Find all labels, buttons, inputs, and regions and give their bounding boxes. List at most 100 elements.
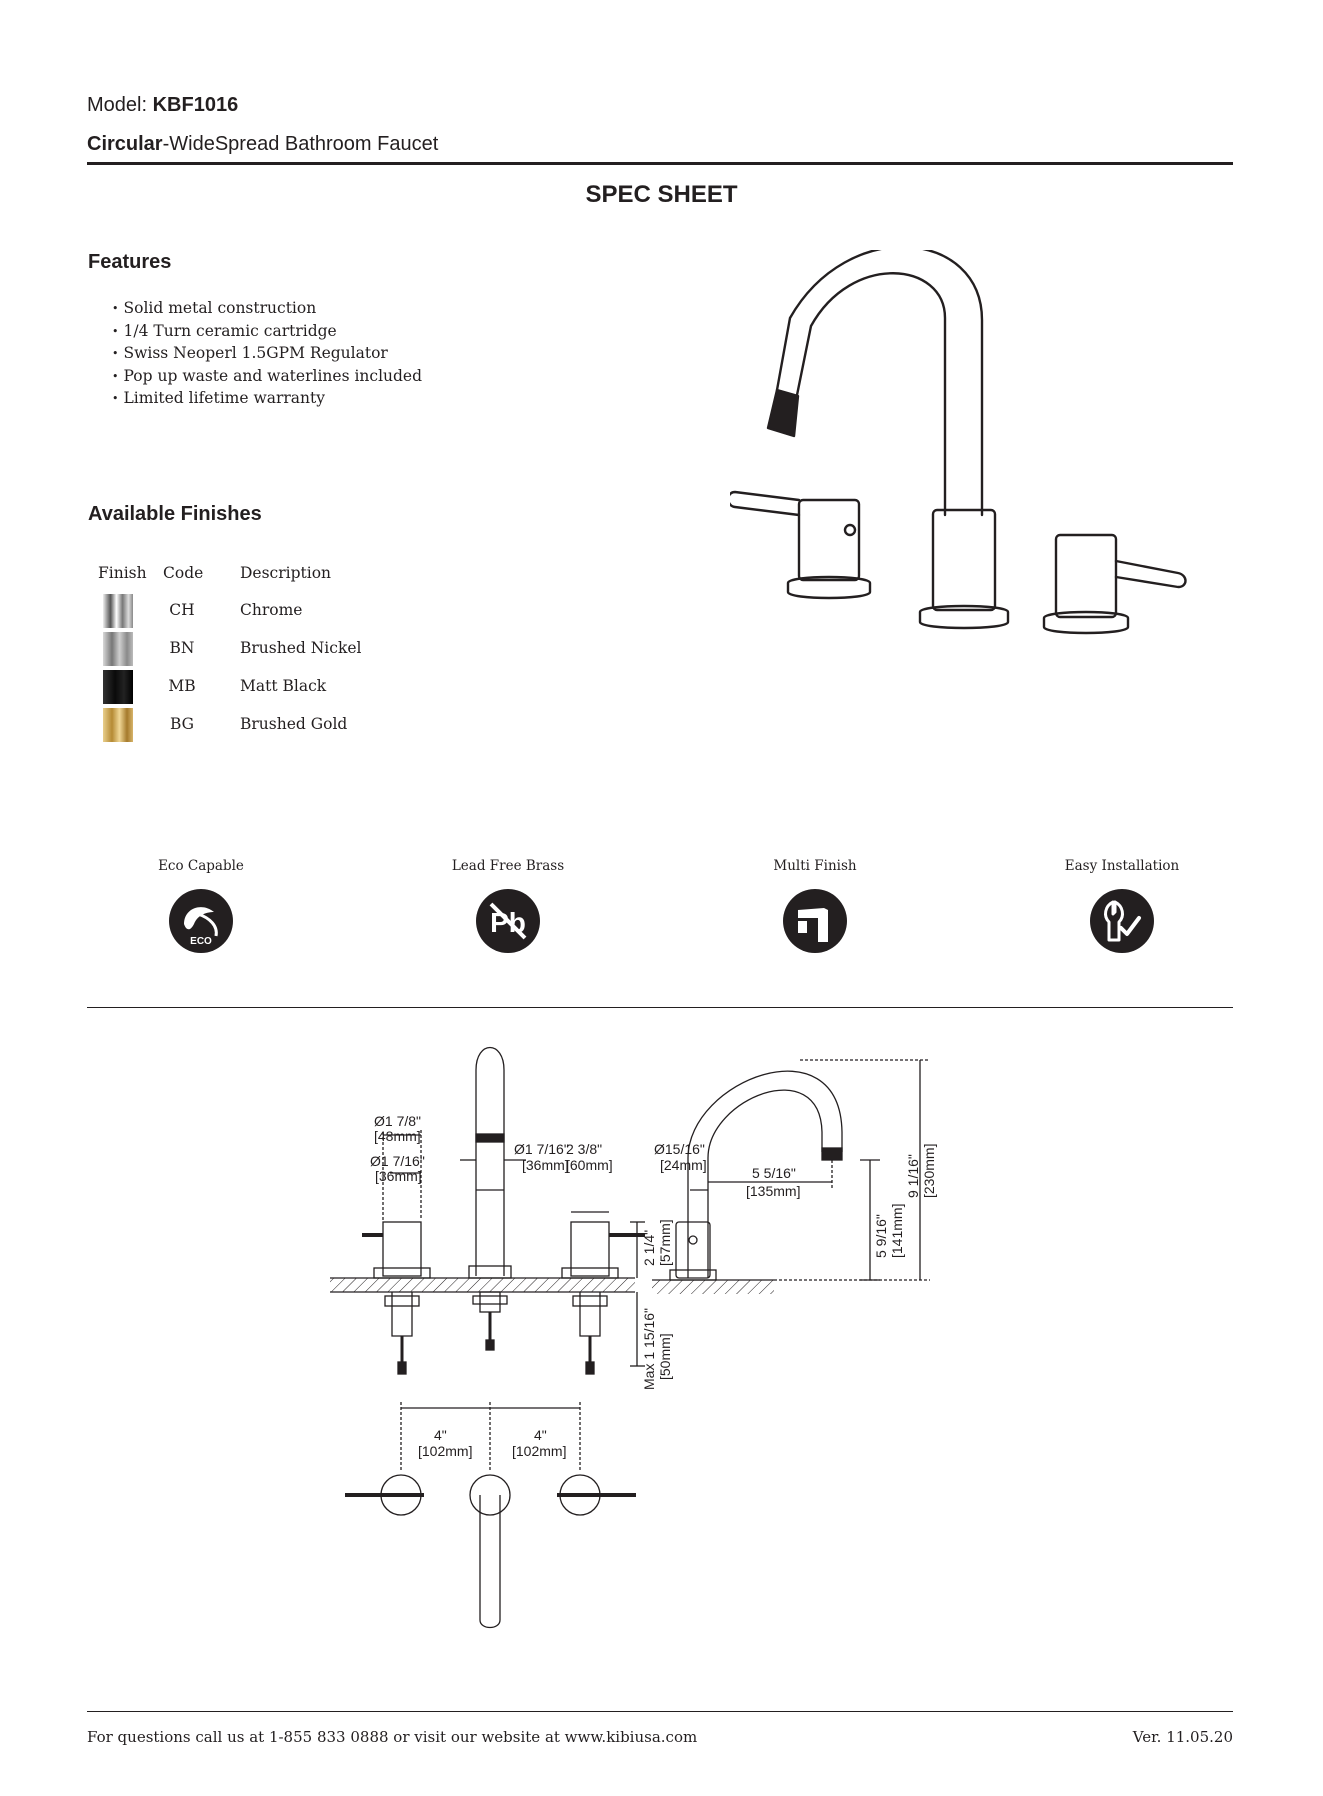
left-handle-indicator xyxy=(843,523,857,537)
badge-label: Eco Capable xyxy=(158,858,244,874)
right-handle-body xyxy=(1054,533,1118,619)
dim-spout-reach-mm: [135mm] xyxy=(746,1183,800,1199)
finish-column-header: Finish xyxy=(98,564,147,582)
badge-lead-free-brass: Lead Free Brass Pb xyxy=(408,858,608,954)
feature-item: Limited lifetime warranty xyxy=(112,388,422,411)
eco-text: ECO xyxy=(190,936,212,947)
finish-description: Brushed Gold xyxy=(240,715,348,733)
product-type: -WideSpread Bathroom Faucet xyxy=(162,133,439,155)
chrome-swatch xyxy=(103,594,133,628)
right-handle-escutcheon xyxy=(1042,610,1130,635)
dim-spout-tip-diameter-mm: [24mm] xyxy=(660,1157,707,1173)
dim-handle-diameter: Ø1 7/16" xyxy=(370,1153,425,1169)
dim-spout-diameter: Ø1 7/16" xyxy=(514,1141,569,1157)
spout-inner-outline xyxy=(775,250,984,517)
dim-spout-clearance: 5 9/16" xyxy=(873,1214,889,1258)
dim-max-deck-thickness: Max 1 15/16" xyxy=(641,1308,657,1390)
finish-row-chrome: CH Chrome xyxy=(0,594,400,630)
code-column-header: Code xyxy=(163,564,204,582)
model-label: Model: xyxy=(87,94,148,116)
brushed-nickel-swatch xyxy=(103,632,133,666)
finish-row-matt-black: MB Matt Black xyxy=(0,670,400,706)
dim-overall-height: 9 1/16" xyxy=(905,1154,921,1198)
finish-code: CH xyxy=(169,601,195,619)
dim-spout-reach: 5 5/16" xyxy=(752,1165,796,1181)
front-spout-base xyxy=(468,1265,512,1279)
badge-label: Lead Free Brass xyxy=(451,858,565,874)
front-right-handle xyxy=(570,1221,610,1277)
side-deck-hatch xyxy=(652,1280,774,1294)
badge-label: Multi Finish xyxy=(773,858,857,874)
feature-item: Swiss Neoperl 1.5GPM Regulator xyxy=(112,343,422,366)
model-line: Model: KBF1016 xyxy=(87,94,238,117)
eco-leaf-icon: ECO xyxy=(169,889,233,953)
finish-description: Chrome xyxy=(240,601,303,619)
dim-handle-height: 2 1/4" xyxy=(641,1230,657,1266)
side-handle-body xyxy=(675,1221,711,1279)
faucet-icon xyxy=(783,889,847,953)
dim-handle-base-diameter-mm: [48mm] xyxy=(374,1128,421,1144)
finish-code: BG xyxy=(169,715,195,733)
dim-spout-clearance-mm: [141mm] xyxy=(889,1204,905,1258)
features-heading: Features xyxy=(88,251,172,273)
side-spout-tip xyxy=(821,1147,843,1161)
dim-lever-length-mm: [60mm] xyxy=(566,1157,613,1173)
feature-item: 1/4 Turn ceramic cartridge xyxy=(112,321,422,344)
feature-item: Solid metal construction xyxy=(112,298,422,321)
section-divider xyxy=(87,1007,1233,1008)
side-spout-inner xyxy=(707,1089,823,1278)
front-deck-hatch xyxy=(330,1278,635,1292)
front-left-handle xyxy=(382,1221,422,1277)
model-number: KBF1016 xyxy=(152,94,239,116)
front-spout-shank xyxy=(479,1291,501,1313)
spout-base-escutcheon xyxy=(918,604,1010,630)
plan-spout-base xyxy=(469,1474,511,1516)
badge-easy-installation: Easy Installation xyxy=(1022,858,1222,954)
badge-eco-capable: Eco Capable ECO xyxy=(101,858,301,954)
wrench-check-icon xyxy=(1090,889,1154,953)
finish-code: MB xyxy=(168,677,196,695)
dim-spout-tip-diameter: Ø15/16" xyxy=(654,1141,705,1157)
footer-contact: For questions call us at 1-855 833 0888 … xyxy=(87,1728,698,1746)
header-rule xyxy=(87,162,1233,165)
dim-spout-diameter-mm: [36mm] xyxy=(522,1157,569,1173)
left-handle-escutcheon xyxy=(786,575,872,600)
finish-code: BN xyxy=(169,639,195,657)
front-right-shank xyxy=(579,1292,601,1337)
dim-handle-height-mm: [57mm] xyxy=(657,1219,673,1266)
finish-row-brushed-nickel: BN Brushed Nickel xyxy=(0,632,400,668)
product-subtitle: Circular-WideSpread Bathroom Faucet xyxy=(87,133,438,156)
faucet-product-illustration xyxy=(730,250,1187,635)
spout-base-body xyxy=(931,508,997,612)
brushed-gold-swatch xyxy=(103,708,133,742)
lead-free-icon: Pb xyxy=(476,889,540,953)
matt-black-swatch xyxy=(103,670,133,704)
collection-name: Circular xyxy=(87,133,163,155)
dim-handle-base-diameter: Ø1 7/8" xyxy=(374,1113,421,1129)
front-spout-aerator xyxy=(475,1133,505,1143)
page-title: SPEC SHEET xyxy=(585,181,738,208)
dim-spacing-right: 4" xyxy=(534,1427,547,1443)
feature-item: Pop up waste and waterlines included xyxy=(112,366,423,389)
finish-description: Matt Black xyxy=(240,677,327,695)
features-list: Solid metal construction 1/4 Turn cerami… xyxy=(112,298,423,411)
technical-drawing: Ø1 7/8" [48mm] Ø1 7/16" [36mm] Ø1 7/16" … xyxy=(330,1046,937,1629)
spout-outer-outline xyxy=(794,272,947,517)
finish-row-brushed-gold: BG Brushed Gold xyxy=(0,708,400,744)
dim-lever-length: 2 3/8" xyxy=(566,1141,602,1157)
right-handle-lever xyxy=(1114,559,1187,589)
dim-max-deck-thickness-mm: [50mm] xyxy=(657,1333,673,1380)
dim-spacing-right-mm: [102mm] xyxy=(512,1443,566,1459)
finishes-heading: Available Finishes xyxy=(88,503,262,525)
dim-handle-diameter-mm: [36mm] xyxy=(375,1168,422,1184)
footer-rule xyxy=(87,1711,1233,1712)
finish-description: Brushed Nickel xyxy=(240,639,362,657)
left-handle-lever xyxy=(730,490,801,517)
badge-multi-finish: Multi Finish xyxy=(715,858,915,954)
front-spout-outline xyxy=(475,1046,505,1276)
badge-label: Easy Installation xyxy=(1064,858,1180,874)
side-spout-outer xyxy=(687,1070,843,1278)
spout-tip xyxy=(766,388,800,438)
dim-overall-height-mm: [230mm] xyxy=(921,1144,937,1198)
front-left-shank xyxy=(391,1292,413,1337)
